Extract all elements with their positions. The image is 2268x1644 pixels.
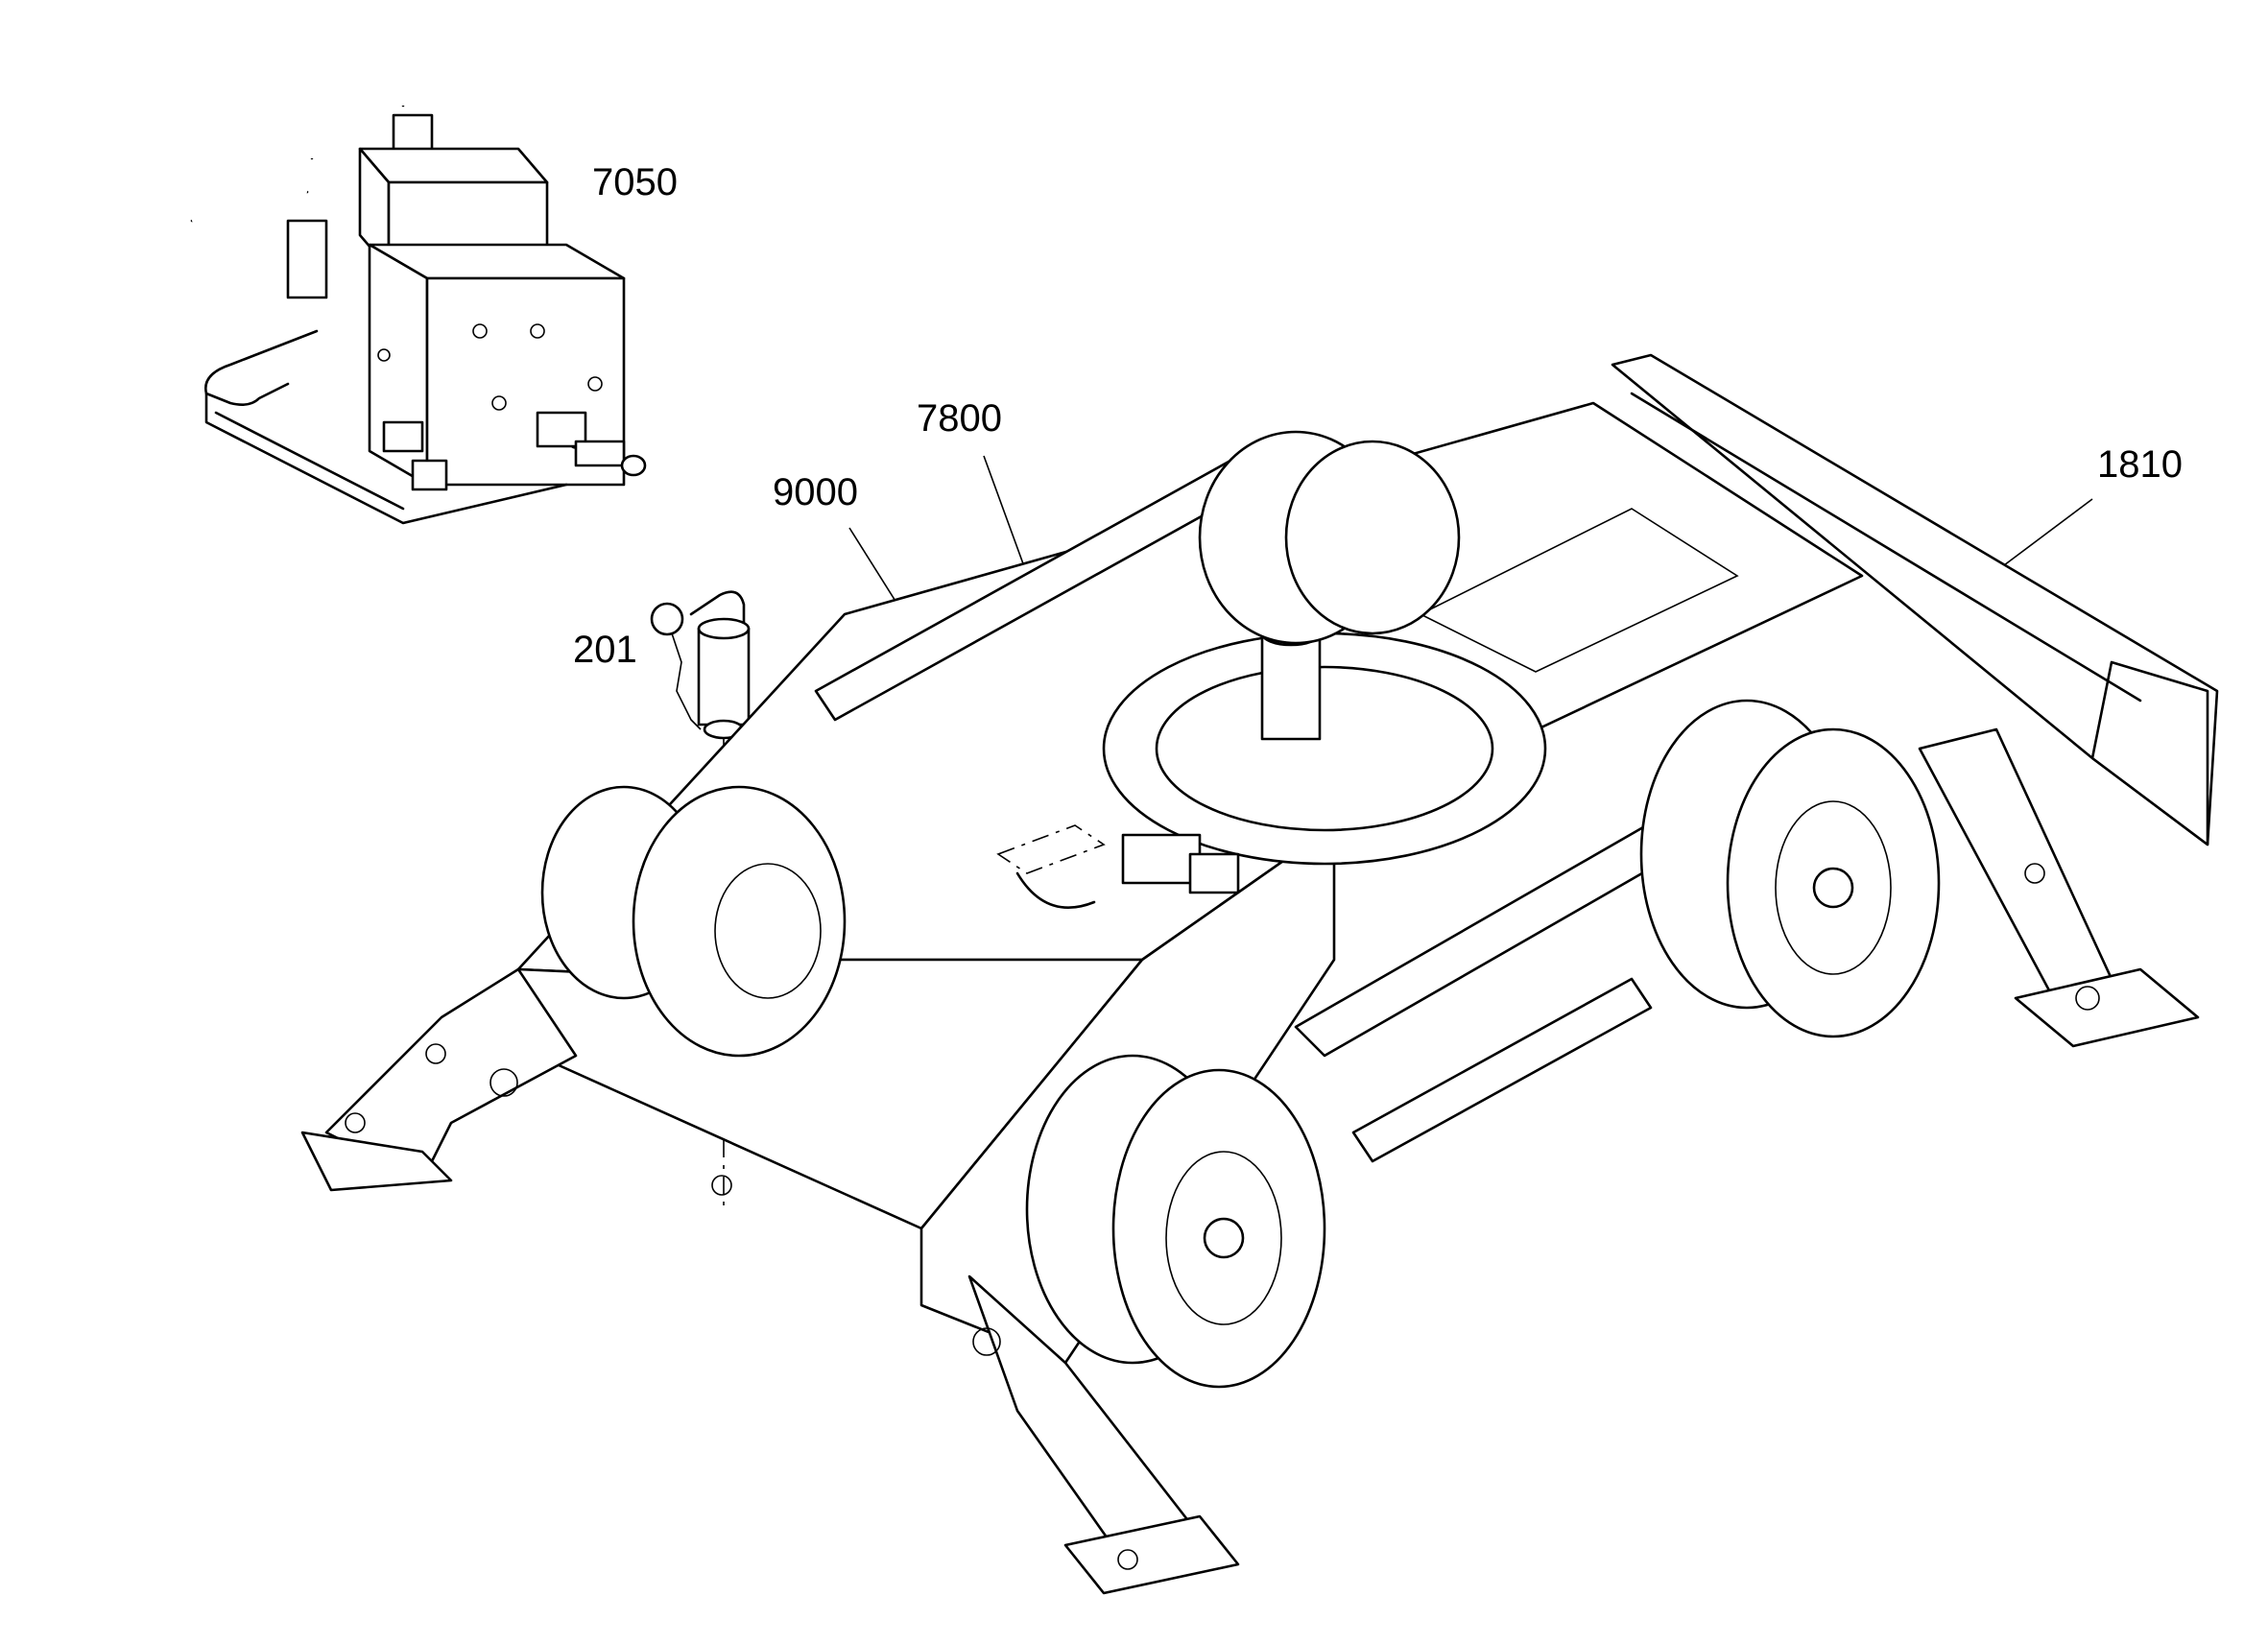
callout-9000: 9000 [773,471,858,513]
wheel-front-left [540,785,847,1058]
callout-1810: 1810 [2097,443,2183,486]
wheel-rear-right [1639,699,1941,1038]
callout-7800: 7800 [917,397,1002,440]
valve-block-assembly [189,21,647,525]
callout-201: 201 [573,629,637,671]
callout-7050: 7050 [592,161,678,203]
filler-cap-201 [650,590,751,740]
wheel-rear-left [1198,430,1461,645]
frame-details [345,863,2100,1570]
wheel-front-right [1025,1054,1326,1389]
